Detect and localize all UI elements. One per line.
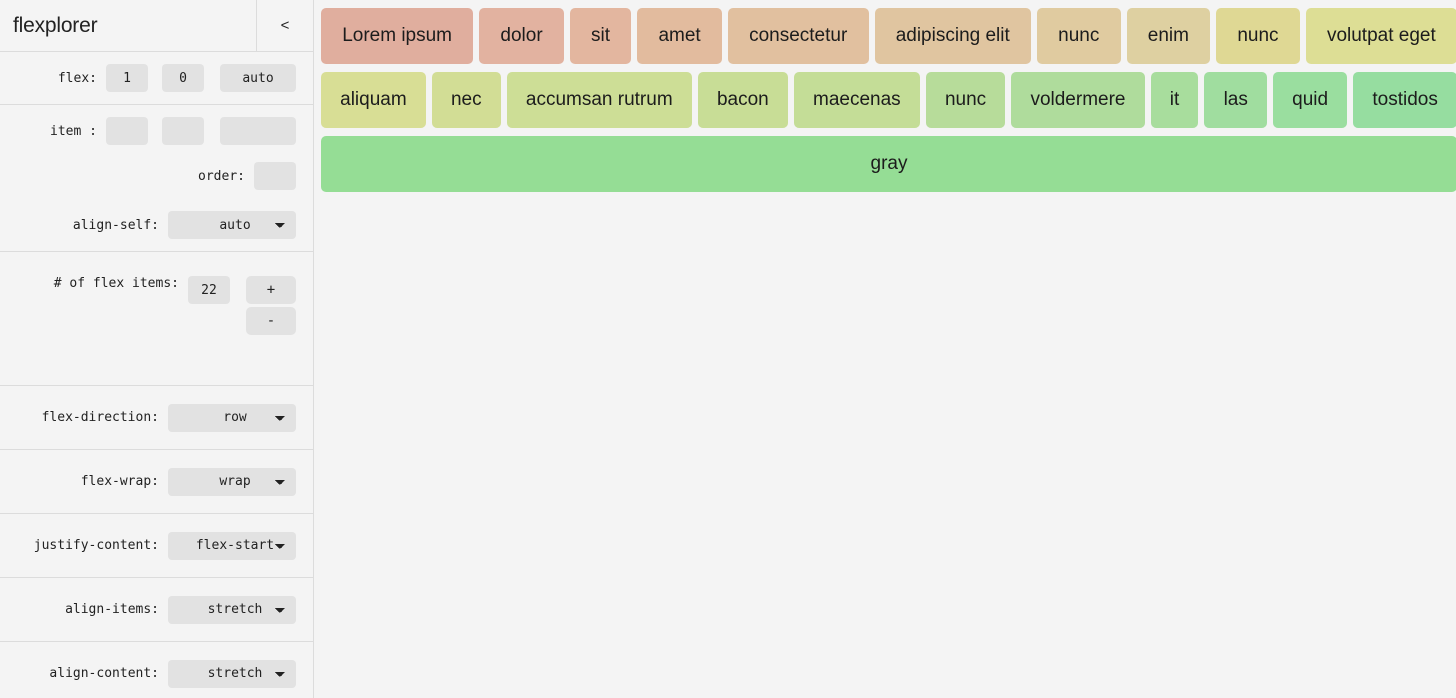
justify-content-select[interactable]: flex-startflex-endcenterspace-betweenspa… — [168, 531, 296, 560]
align-items-row: align-items: stretchflex-startflex-endce… — [0, 578, 313, 642]
justify-content-row: justify-content: flex-startflex-endcente… — [0, 514, 313, 578]
flex-shrink-input[interactable] — [162, 64, 204, 92]
increment-button[interactable]: + — [246, 276, 296, 304]
flex-item[interactable]: nunc — [925, 72, 1006, 128]
flex-item[interactable]: consectetur — [727, 8, 869, 64]
order-row: order: — [0, 153, 313, 199]
flex-item[interactable]: amet — [637, 8, 722, 64]
flex-item[interactable]: quid — [1273, 72, 1348, 128]
flex-wrap-row: flex-wrap: nowrapwrapwrap-reverse — [0, 450, 313, 514]
align-items-select[interactable]: stretchflex-startflex-endcenterbaseline — [168, 595, 296, 624]
item-shrink-input[interactable] — [162, 117, 204, 145]
item-grow-input[interactable] — [106, 117, 148, 145]
flex-label: flex: — [57, 70, 97, 86]
decrement-button[interactable]: - — [246, 307, 296, 335]
flex-item[interactable]: gray — [321, 136, 1456, 192]
align-items-label: align-items: — [65, 602, 159, 617]
align-self-row: align-self: autoflex-startflex-endcenter… — [0, 199, 313, 252]
order-label: order: — [198, 168, 245, 184]
flex-item-count-row: # of flex items: + - — [0, 252, 313, 386]
item-shorthand-row: item : — [0, 105, 313, 153]
align-content-select[interactable]: stretchflex-startflex-endcenterspace-bet… — [168, 659, 296, 688]
flex-item[interactable]: bacon — [697, 72, 788, 128]
flex-item[interactable]: it — [1150, 72, 1199, 128]
align-content-row: align-content: stretchflex-startflex-end… — [0, 642, 313, 698]
flex-grow-input[interactable] — [106, 64, 148, 92]
align-self-label: align-self: — [72, 217, 159, 233]
flex-item[interactable]: Lorem ipsum — [321, 8, 474, 64]
chevron-left-icon[interactable]: < — [256, 0, 313, 51]
flex-item[interactable]: nunc — [1216, 8, 1300, 64]
sidebar: flexplorer < flex: item : order: align-s… — [0, 0, 314, 698]
sidebar-header: flexplorer < — [0, 0, 313, 52]
flex-item[interactable]: accumsan rutrum — [506, 72, 692, 128]
flex-item[interactable]: aliquam — [321, 72, 426, 128]
flex-item[interactable]: nunc — [1036, 8, 1121, 64]
flex-direction-row: flex-direction: rowrow-reversecolumncolu… — [0, 386, 313, 450]
justify-content-label: justify-content: — [33, 538, 159, 553]
flex-direction-label: flex-direction: — [41, 410, 159, 425]
flex-direction-select[interactable]: rowrow-reversecolumncolumn-reverse — [168, 403, 296, 432]
flex-wrap-select[interactable]: nowrapwrapwrap-reverse — [168, 467, 296, 496]
flex-item[interactable]: adipiscing elit — [874, 8, 1031, 64]
flex-basis-input[interactable] — [220, 64, 296, 92]
flex-item[interactable]: volutpat eget — [1305, 8, 1456, 64]
order-input[interactable] — [254, 162, 296, 190]
flex-item[interactable]: enim — [1126, 8, 1211, 64]
align-self-select[interactable]: autoflex-startflex-endcenterbaselinestre… — [168, 211, 296, 239]
flex-item[interactable]: nec — [431, 72, 501, 128]
flex-shorthand-row: flex: — [0, 52, 313, 105]
flex-item[interactable]: sit — [569, 8, 632, 64]
flex-item-count-label: # of flex items: — [53, 276, 179, 291]
flex-item[interactable]: tostidos — [1353, 72, 1456, 128]
flex-item-count-input[interactable] — [188, 276, 230, 304]
flex-item[interactable]: voldermere — [1011, 72, 1145, 128]
quantity-stepper: + - — [246, 276, 296, 335]
align-content-label: align-content: — [49, 666, 159, 681]
item-basis-input[interactable] — [220, 117, 296, 145]
flex-wrap-label: flex-wrap: — [80, 474, 159, 489]
flex-item[interactable]: las — [1204, 72, 1267, 128]
item-label: item : — [50, 123, 97, 139]
flex-item[interactable]: dolor — [479, 8, 564, 64]
page-title: flexplorer — [13, 13, 98, 37]
flex-item[interactable]: maecenas — [793, 72, 920, 128]
